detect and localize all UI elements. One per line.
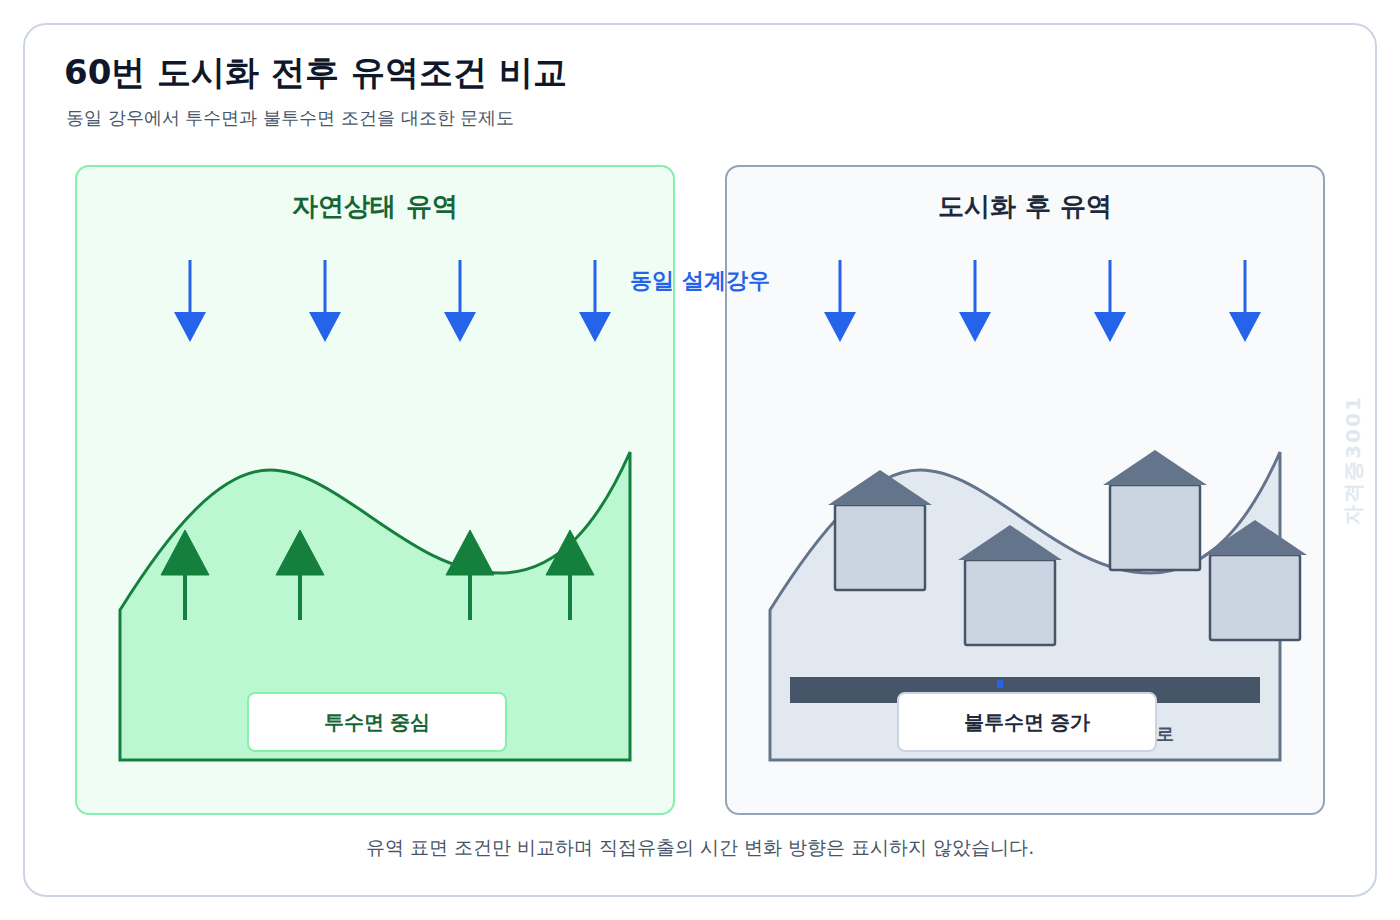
- surface-label-box: 투수면 중심: [247, 692, 507, 752]
- tree-symbol: [276, 530, 324, 620]
- house-symbol: [1203, 520, 1307, 640]
- watershed-panel: 도시화 후 유역불투수면 증가: [725, 165, 1325, 815]
- rain-arrow: [824, 260, 856, 342]
- panel-heading: 자연상태 유역: [77, 189, 673, 224]
- panel-fill: [725, 165, 1325, 815]
- box-label: 불투수면 증가: [899, 709, 1155, 736]
- watermark: 자격증3001: [1340, 395, 1367, 525]
- tree-symbol: [161, 530, 209, 620]
- trees: [161, 530, 594, 620]
- house-symbol: [1103, 450, 1207, 570]
- road-label: 로: [1156, 722, 1174, 746]
- panel-fill: [75, 165, 675, 815]
- urban-terrain: [770, 452, 1280, 760]
- tree-symbol: [546, 530, 594, 620]
- tree-symbol: [446, 530, 494, 620]
- rain-arrow: [959, 260, 991, 342]
- road-mark: [997, 680, 1003, 688]
- rain-arrow: [444, 260, 476, 342]
- rain-arrow: [1094, 260, 1126, 342]
- subtitle: 동일 강우에서 투수면과 불투수면 조건을 대조한 문제도: [66, 106, 514, 130]
- rain-arrows: [174, 260, 1261, 342]
- outer-card: [24, 24, 1376, 896]
- rain-label: 동일 설계강우: [630, 266, 770, 296]
- rain-arrow: [579, 260, 611, 342]
- natural-terrain: [120, 452, 630, 760]
- diagram-title: 60번 도시화 전후 유역조건 비교: [64, 50, 567, 96]
- box-label: 투수면 중심: [249, 709, 505, 736]
- rain-arrow: [174, 260, 206, 342]
- diagram-caption: 유역 표면 조건만 비교하며 직접유출의 시간 변화 방향은 표시하지 않았습니…: [0, 835, 1400, 861]
- panel-heading: 도시화 후 유역: [727, 189, 1323, 224]
- house-symbol: [958, 525, 1062, 645]
- rain-arrow: [1229, 260, 1261, 342]
- surface-label-box: 불투수면 증가: [897, 692, 1157, 752]
- houses: [828, 450, 1307, 645]
- watershed-panel: 자연상태 유역투수면 중심: [75, 165, 675, 815]
- house-symbol: [828, 470, 932, 590]
- rain-arrow: [309, 260, 341, 342]
